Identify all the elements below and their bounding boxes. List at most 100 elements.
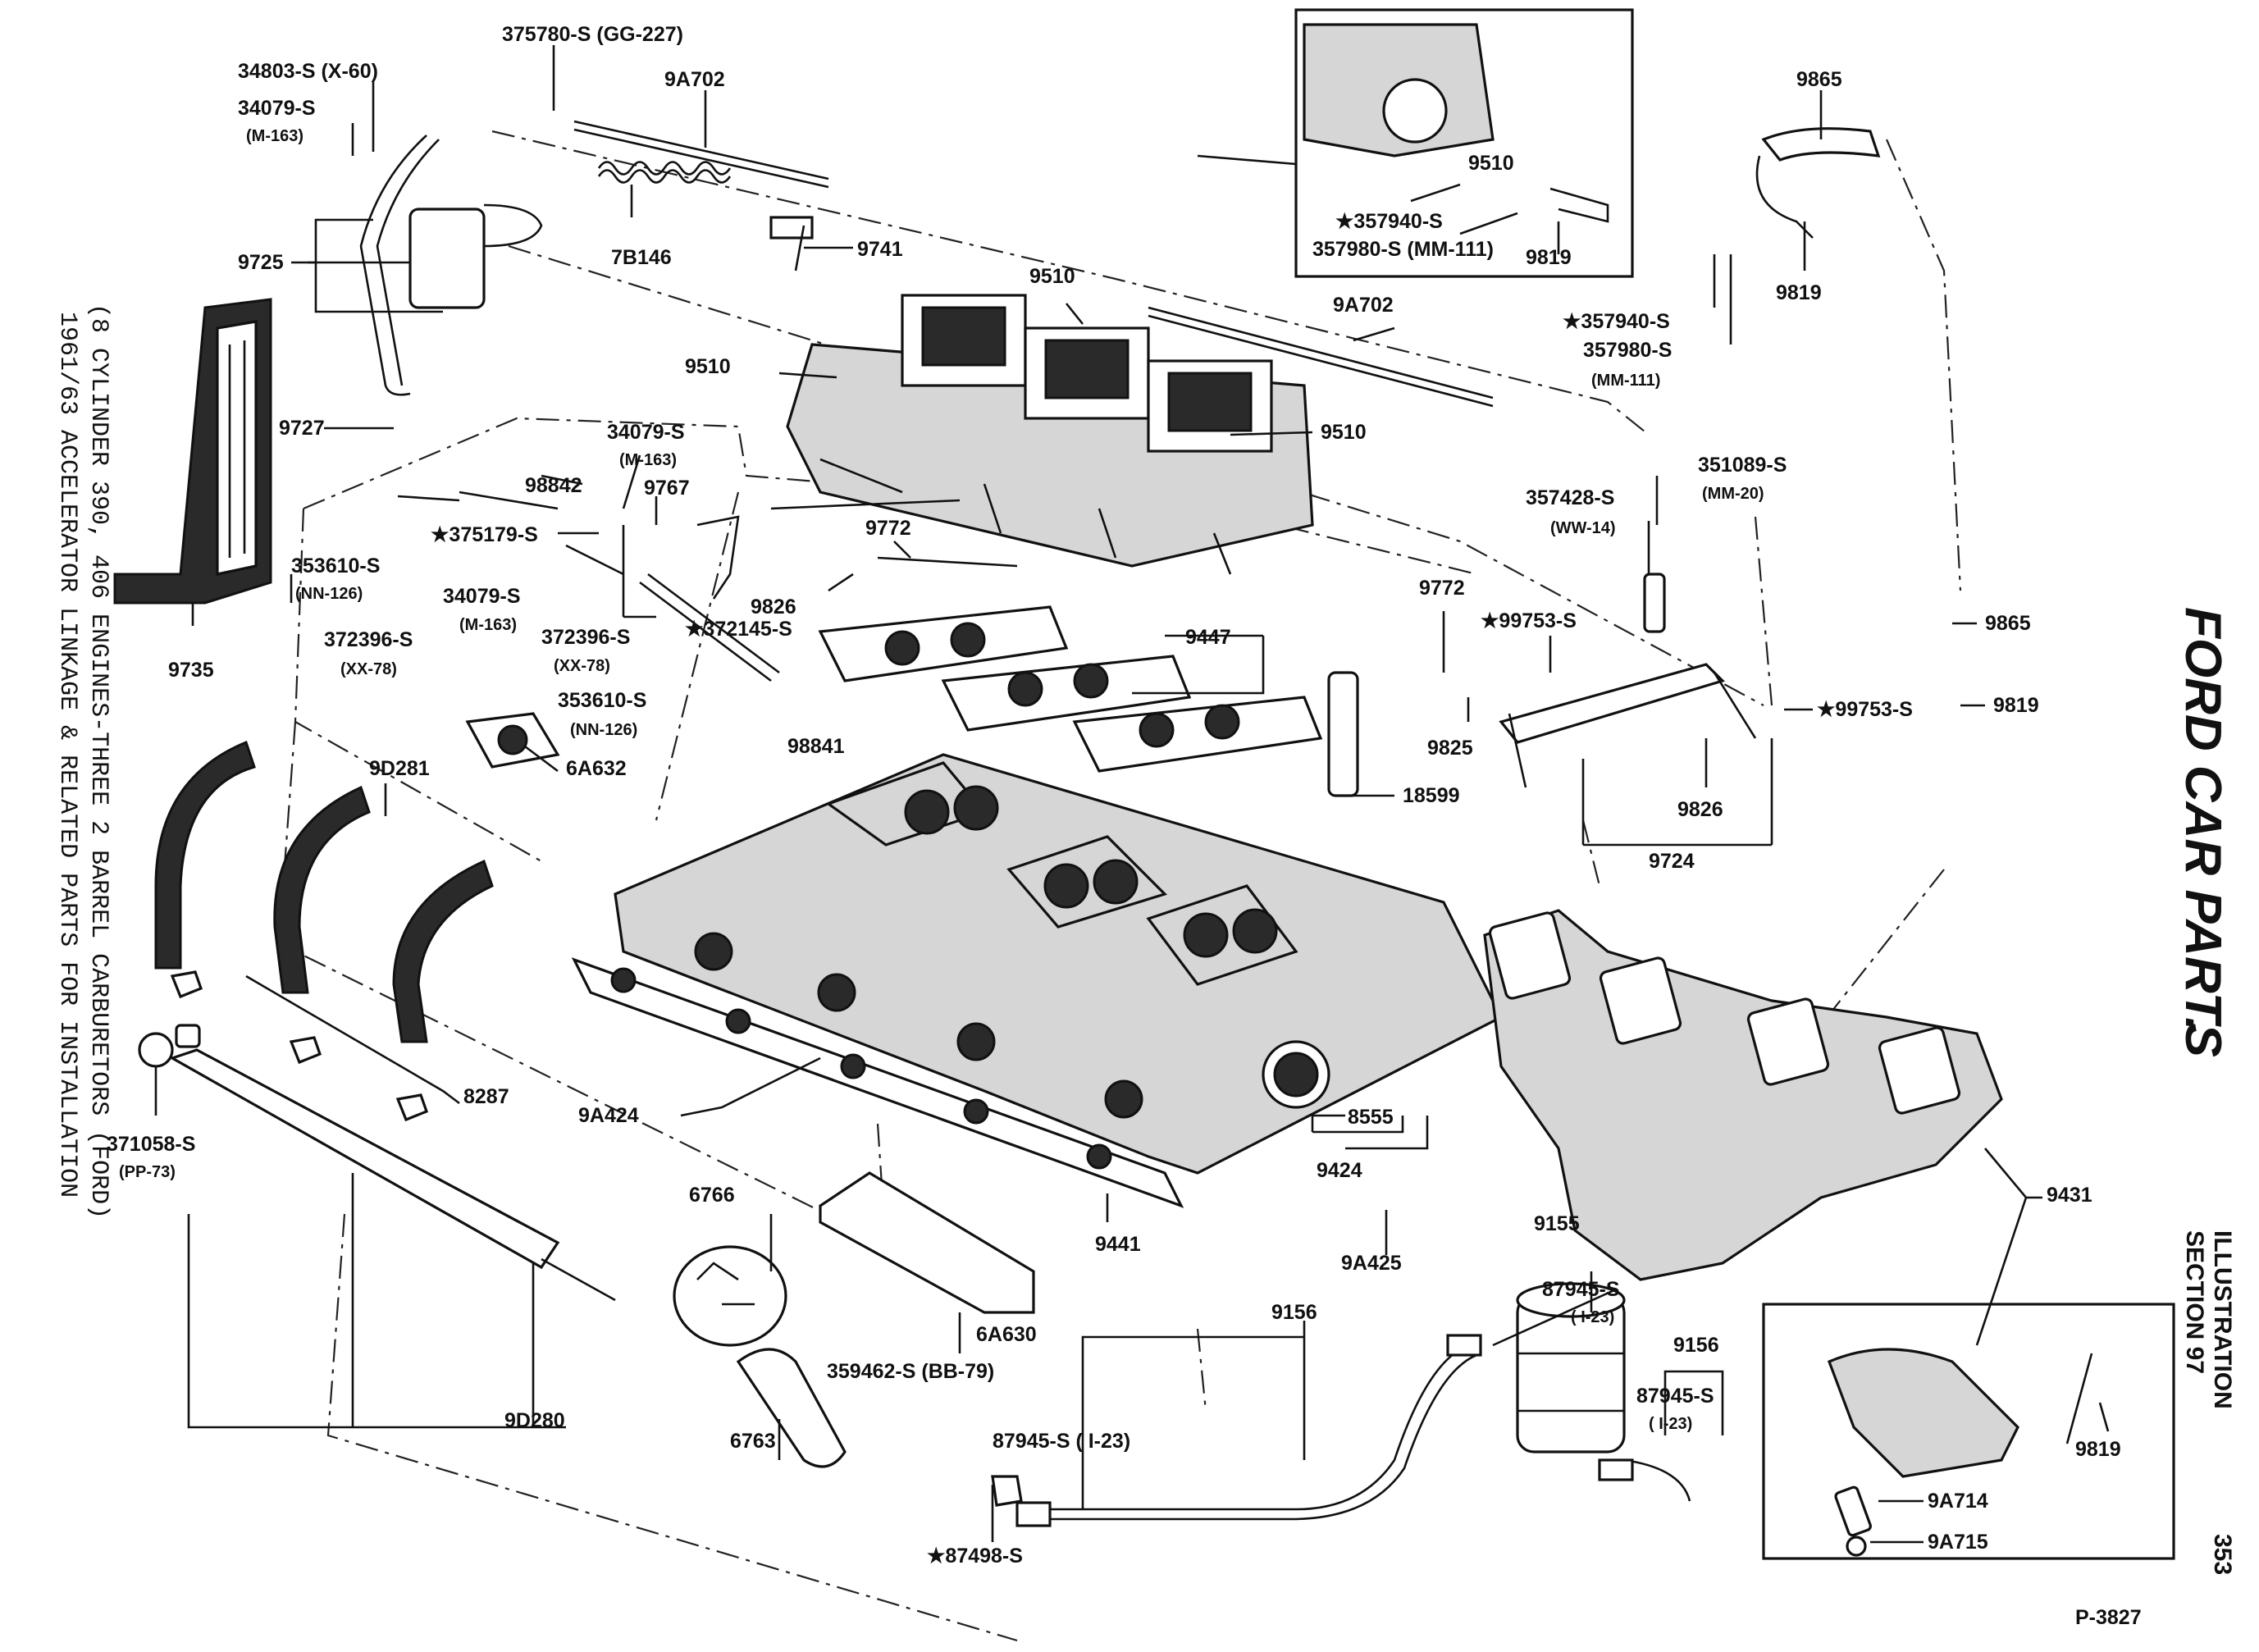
label-9a702-a: 9A702 — [664, 68, 725, 91]
label-9772-a: 9772 — [865, 517, 911, 540]
label-9865-a: 9865 — [1796, 68, 1842, 91]
label-353610-s-a-code: (NN-126) — [295, 585, 363, 603]
label-357940-s-a: ★357940-S — [1335, 210, 1443, 233]
label-9819-d: 9819 — [2075, 1438, 2121, 1461]
label-353610-s-a: 353610-S — [291, 554, 380, 577]
label-99753-s-b: ★99753-S — [1817, 698, 1913, 721]
label-9d281: 9D281 — [369, 757, 430, 780]
page-number: 353 — [2209, 1534, 2236, 1575]
label-87945-s-a-code: ( I-23) — [1571, 1308, 1614, 1326]
leader-lines — [154, 45, 2110, 1544]
label-9a702-b: 9A702 — [1333, 294, 1394, 317]
linkage-rods — [397, 491, 1018, 682]
label-9510-c: 9510 — [1321, 421, 1367, 444]
inset-carburetor-detail — [1294, 8, 1634, 278]
label-87945-s-c: 87945-S — [1636, 1385, 1714, 1408]
nuts-8287 — [170, 970, 429, 1122]
label-9431: 9431 — [2047, 1184, 2092, 1207]
label-371058-s: 371058-S — [107, 1133, 195, 1156]
label-9826-a: 9826 — [751, 596, 796, 618]
label-9865-b: 9865 — [1985, 612, 2031, 635]
label-9825: 9825 — [1427, 737, 1473, 760]
label-98841: 98841 — [787, 735, 845, 758]
oil-filler-cap-6766 — [673, 1245, 787, 1347]
label-9424: 9424 — [1317, 1159, 1362, 1182]
label-9441: 9441 — [1095, 1233, 1141, 1256]
label-9a715: 9A715 — [1928, 1531, 1988, 1554]
label-357980-s-b-code: (MM-111) — [1591, 372, 1660, 390]
label-351089-s: 351089-S — [1698, 454, 1787, 477]
side-caption: 1961/63 ACCELERATOR LINKAGE & RELATED PA… — [53, 303, 112, 1219]
label-357980-s-a: 357980-S (MM-111) — [1312, 238, 1494, 261]
label-9724: 9724 — [1649, 850, 1695, 873]
label-9156-b: 9156 — [1673, 1334, 1719, 1357]
gaskets-9447 — [465, 605, 1323, 773]
label-87945-s-a: 87945-S — [1542, 1278, 1620, 1301]
brand-title: FORD CAR PARTS . — [2175, 607, 2231, 1057]
exhaust-manifold-9431 — [1483, 909, 2003, 1281]
label-9772-b: 9772 — [1419, 577, 1465, 600]
page-number-group: 353 — [2209, 1534, 2236, 1575]
label-372396-s-b-code: (XX-78) — [554, 657, 610, 675]
label-7b146: 7B146 — [611, 246, 672, 269]
label-375780-s: 375780-S (GG-227) — [502, 23, 683, 46]
label-9155: 9155 — [1534, 1212, 1580, 1235]
throttle-rod-9a702 — [573, 120, 1494, 408]
caption-line-2: (8 CYLINDER 390, 406 ENGINES-THREE 2 BAR… — [84, 303, 112, 1219]
label-9741: 9741 — [857, 238, 903, 261]
label-353610-s-b-code: (NN-126) — [570, 721, 637, 739]
inset-exhaust-detail — [1762, 1303, 2175, 1560]
label-9510-b: 9510 — [685, 355, 731, 378]
label-351089-s-code: (MM-20) — [1702, 485, 1764, 503]
label-8287: 8287 — [463, 1085, 509, 1108]
label-9a425: 9A425 — [1341, 1252, 1402, 1275]
label-9510-a: 9510 — [1029, 265, 1075, 288]
label-9447: 9447 — [1185, 626, 1231, 649]
label-353610-s-b: 353610-S — [558, 689, 646, 712]
filler-tube-6763 — [736, 1348, 847, 1468]
label-357428-s: 357428-S — [1526, 486, 1614, 509]
label-9819-a: 9819 — [1526, 246, 1572, 269]
label-9156-a: 9156 — [1271, 1301, 1317, 1324]
brand-text: FORD CAR PARTS — [2175, 607, 2231, 1057]
label-372396-s-a-code: (XX-78) — [340, 660, 397, 678]
label-9725: 9725 — [238, 251, 284, 274]
label-372145-s: ★372145-S — [685, 618, 792, 641]
label-87945-s-b: 87945-S ( I-23) — [993, 1430, 1130, 1453]
label-6a632: 6A632 — [566, 757, 627, 780]
fuel-line-9819-top — [1755, 127, 1881, 239]
label-87498-s: ★87498-S — [927, 1545, 1023, 1568]
label-34079-s-b: 34079-S — [607, 421, 685, 444]
label-9819-c: 9819 — [1993, 694, 2039, 717]
intake-manifold — [614, 753, 1504, 1175]
label-9510-d: 9510 — [1468, 152, 1514, 175]
label-359462-s: 359462-S (BB-79) — [827, 1360, 994, 1383]
label-9d280: 9D280 — [504, 1409, 565, 1432]
label-34079-s-a-code: (M-163) — [246, 127, 303, 145]
heat-shield-6a630 — [819, 1171, 1035, 1314]
illustration-section: ILLUSTRATION SECTION 97 — [2181, 1230, 2236, 1409]
fuel-lines-9156 — [991, 1334, 1691, 1527]
plate-code: P-3827 — [2075, 1606, 2142, 1629]
label-357980-s-b: 357980-S — [1583, 339, 1672, 362]
label-6766: 6766 — [689, 1184, 735, 1207]
label-87945-s-c-code: ( I-23) — [1649, 1415, 1692, 1433]
label-375179-s: ★375179-S — [431, 523, 538, 546]
label-34079-s-c: 34079-S — [443, 585, 521, 608]
label-9819-b: 9819 — [1776, 281, 1822, 304]
label-34079-s-b-code: (M-163) — [619, 451, 677, 469]
label-34803-s: 34803-S (X-60) — [238, 60, 378, 83]
fuel-rail-9d280 — [138, 1024, 616, 1302]
label-9a424: 9A424 — [578, 1104, 639, 1127]
label-34079-s-a: 34079-S — [238, 97, 316, 120]
label-357940-s-b: ★357940-S — [1563, 310, 1670, 333]
label-372396-s-a: 372396-S — [324, 628, 413, 651]
label-98842: 98842 — [525, 474, 582, 497]
manifold-gasket-9441 — [571, 957, 1184, 1208]
label-9735: 9735 — [168, 659, 214, 682]
throttle-linkage-9724 — [1327, 573, 1757, 797]
caption-line-1: 1961/63 ACCELERATOR LINKAGE & RELATED PA… — [53, 312, 81, 1198]
label-357428-s-code: (WW-14) — [1550, 519, 1616, 537]
label-9767: 9767 — [644, 477, 690, 500]
